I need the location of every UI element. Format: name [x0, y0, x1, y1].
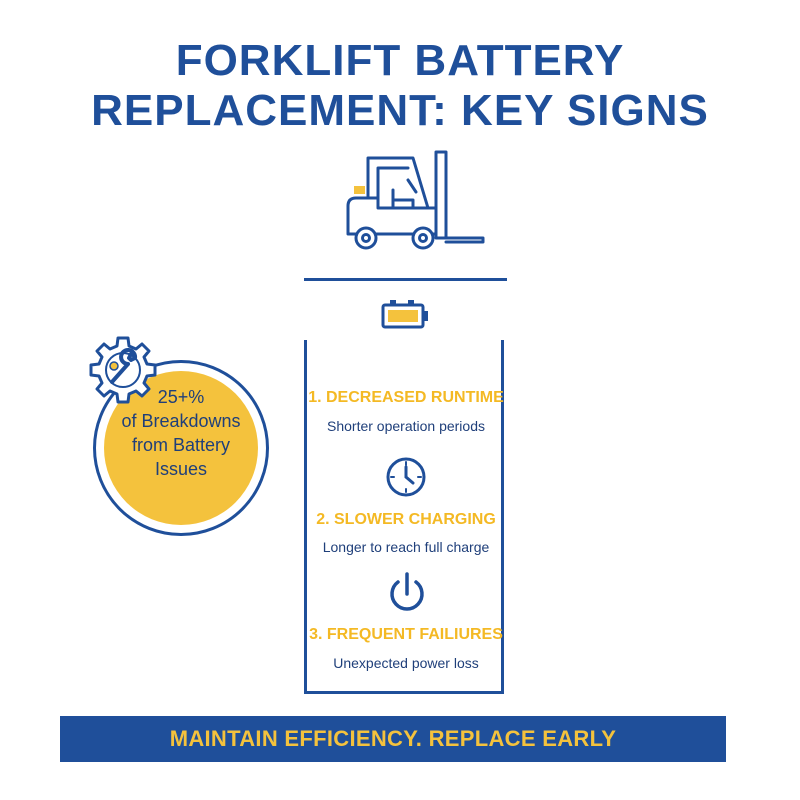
gear-wrench-icon: [89, 336, 157, 404]
banner-text: MAINTAIN EFFICIENCY. REPLACE EARLY: [169, 726, 617, 751]
sign-1-description: Shorter operation periods: [327, 418, 485, 434]
stat-value: 25+%: [157, 387, 205, 407]
sign-3-description: Unexpected power loss: [333, 655, 479, 671]
sign-2-title: 2. SLOWER CHARGING: [316, 511, 496, 528]
page-title-line-1: FORKLIFT BATTERY: [175, 36, 625, 85]
signs-panel: [304, 340, 504, 694]
sign-3-title: 3. FREQUENT FAILIURES: [309, 626, 503, 643]
stat-label-line-1: of Breakdowns: [121, 411, 241, 431]
stat-text: 25+% of Breakdowns from Battery Issues: [104, 385, 258, 481]
bottom-banner: MAINTAIN EFFICIENCY. REPLACE EARLY: [60, 716, 726, 762]
clock-icon: [386, 457, 426, 497]
forklift-icon: [346, 150, 485, 250]
page-title-line-2: REPLACEMENT: KEY SIGNS: [91, 86, 709, 135]
stat-label-line-3: Issues: [154, 459, 208, 479]
sign-2-description: Longer to reach full charge: [322, 539, 490, 555]
battery-icon: [381, 300, 428, 329]
sign-1-title: 1. DECREASED RUNTIME: [308, 389, 504, 406]
stat-label-line-2: from Battery: [131, 435, 231, 455]
power-icon: [390, 572, 424, 611]
divider-line: [304, 278, 507, 281]
